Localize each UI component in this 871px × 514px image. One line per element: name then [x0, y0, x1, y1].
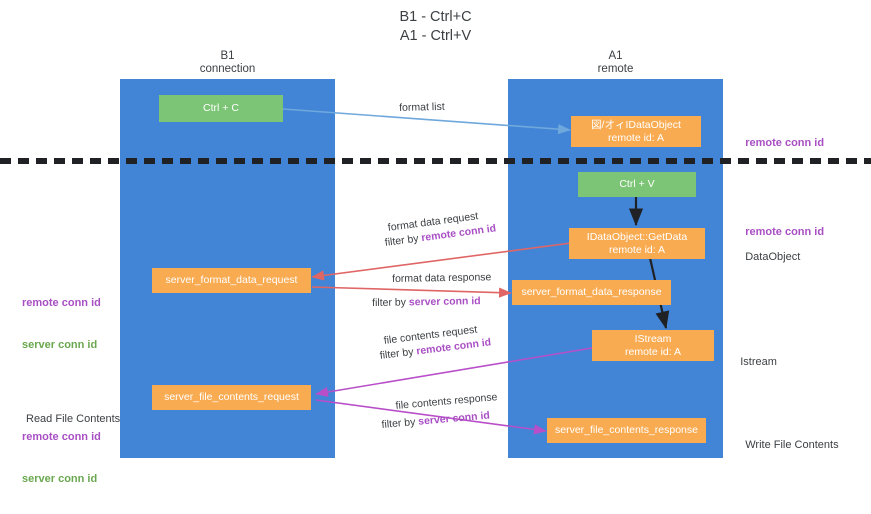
label-remote-conn-id-left-2: remote conn id — [22, 431, 101, 443]
label-dataobject-text: DataObject — [745, 251, 801, 263]
label-write-file-contents: Write File Contents — [733, 424, 839, 466]
box-istream-line1: IStream — [634, 332, 672, 345]
caption-format-data-response-filter: filter by server conn id — [372, 294, 481, 311]
box-server-format-data-request[interactable]: server_format_data_request — [152, 268, 311, 293]
box-server-file-contents-request[interactable]: server_file_contents_request — [152, 385, 311, 410]
arrow-file-contents-response — [315, 399, 547, 435]
box-ctrl-c[interactable]: Ctrl + C — [159, 95, 283, 122]
box-ctrl-v[interactable]: Ctrl + V — [578, 172, 696, 197]
box-server-format-data-response-label: server_format_data_response — [521, 286, 662, 298]
page-title: B1 - Ctrl+C A1 - Ctrl+V — [399, 9, 472, 44]
label-remote-conn-id-top: remote conn id — [733, 122, 824, 164]
box-server-format-data-response[interactable]: server_format_data_response — [512, 280, 671, 305]
caption-format-data-response: format data response — [392, 270, 491, 287]
box-server-file-contents-response-label: server_file_contents_response — [554, 424, 698, 436]
label-write-file-contents-text: Write File Contents — [745, 439, 839, 451]
box-getdata-line2: remote id: A — [608, 243, 666, 256]
label-istream: Istream — [728, 341, 777, 383]
label-read-file-contents-text: Read File Contents — [26, 413, 121, 425]
arrow-format-list — [282, 108, 571, 135]
label-remote-conn-id-mid: remote conn id — [733, 211, 824, 253]
arrow-format-data-request — [311, 242, 572, 281]
box-getdata-line1: IDataObject::GetData — [586, 230, 688, 243]
caption-filter-prefix-4: filter by — [381, 415, 419, 431]
box-server-format-data-request-label: server_format_data_request — [165, 274, 298, 286]
box-istream-line2: remote id: A — [624, 345, 682, 358]
label-remote-conn-id-left: remote conn id — [22, 297, 101, 309]
arrow-file-contents-request — [315, 347, 593, 398]
box-istream[interactable]: IStream remote id: A — [592, 330, 714, 361]
label-read-file-contents: Read File Contents — [26, 384, 120, 454]
diagram-canvas: B1 - Ctrl+C A1 - Ctrl+V B1 connection A1… — [0, 9, 871, 485]
caption-filter-prefix-2: filter by — [372, 296, 409, 309]
caption-format-data-response-line1: format data response — [392, 271, 492, 285]
box-idataobject-line1: 図/オィIDataObject — [591, 118, 681, 131]
label-dataobject: DataObject — [733, 236, 800, 278]
caption-filter-prefix-1: filter by — [384, 232, 423, 249]
caption-filter-key-2: server conn id — [408, 295, 481, 309]
arrow-format-data-response — [311, 286, 512, 298]
caption-filter-prefix-3: filter by — [379, 345, 418, 362]
box-idataobject-getdata[interactable]: IDataObject::GetData remote id: A — [569, 228, 705, 259]
label-istream-text: Istream — [740, 356, 777, 368]
label-server-conn-id-left-2: server conn id — [22, 473, 98, 485]
label-group-conn-ids-bottom: remote conn id server conn id — [22, 402, 101, 514]
caption-format-list: format list — [399, 100, 445, 114]
label-group-conn-ids-top: remote conn id server conn id — [22, 268, 101, 380]
box-ctrl-c-label: Ctrl + C — [203, 102, 239, 114]
column-heading-a1: A1 remote — [597, 50, 634, 75]
box-ctrl-v-label: Ctrl + V — [619, 178, 655, 190]
label-remote-conn-id-mid-text: remote conn id — [745, 226, 825, 238]
label-server-conn-id-left: server conn id — [22, 339, 98, 351]
box-server-file-contents-request-label: server_file_contents_request — [164, 391, 299, 403]
box-server-file-contents-response[interactable]: server_file_contents_response — [547, 418, 706, 443]
label-remote-conn-id-top-text: remote conn id — [745, 137, 825, 149]
box-idataobject[interactable]: 図/オィIDataObject remote id: A — [571, 116, 701, 147]
column-heading-b1: B1 connection — [199, 50, 256, 75]
box-idataobject-line2: remote id: A — [607, 131, 665, 144]
